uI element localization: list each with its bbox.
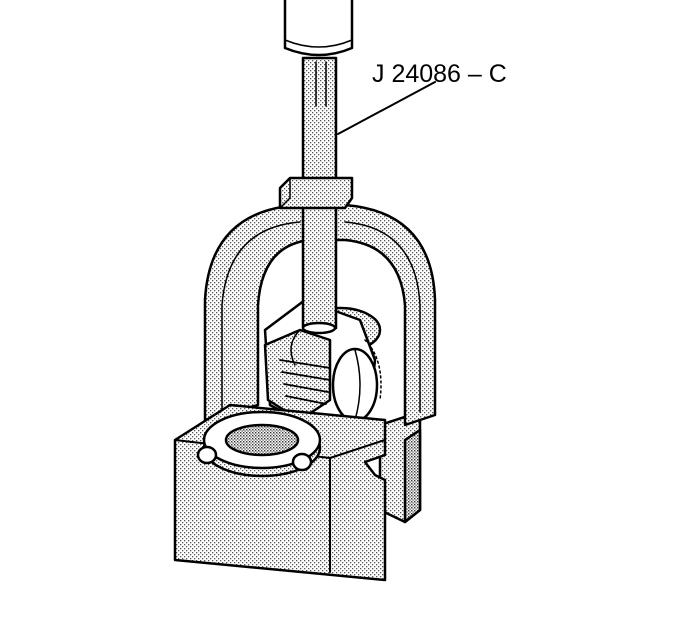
tool-shank: [283, 0, 354, 57]
big-end-ring: [196, 410, 322, 478]
guide-bushing: [278, 176, 354, 210]
callout-leader-line: [337, 81, 436, 135]
tool-callout-label: J 24086 – C: [372, 60, 507, 88]
fixture-rear-block: [378, 410, 422, 524]
fixture-arch-frame: [203, 203, 437, 427]
